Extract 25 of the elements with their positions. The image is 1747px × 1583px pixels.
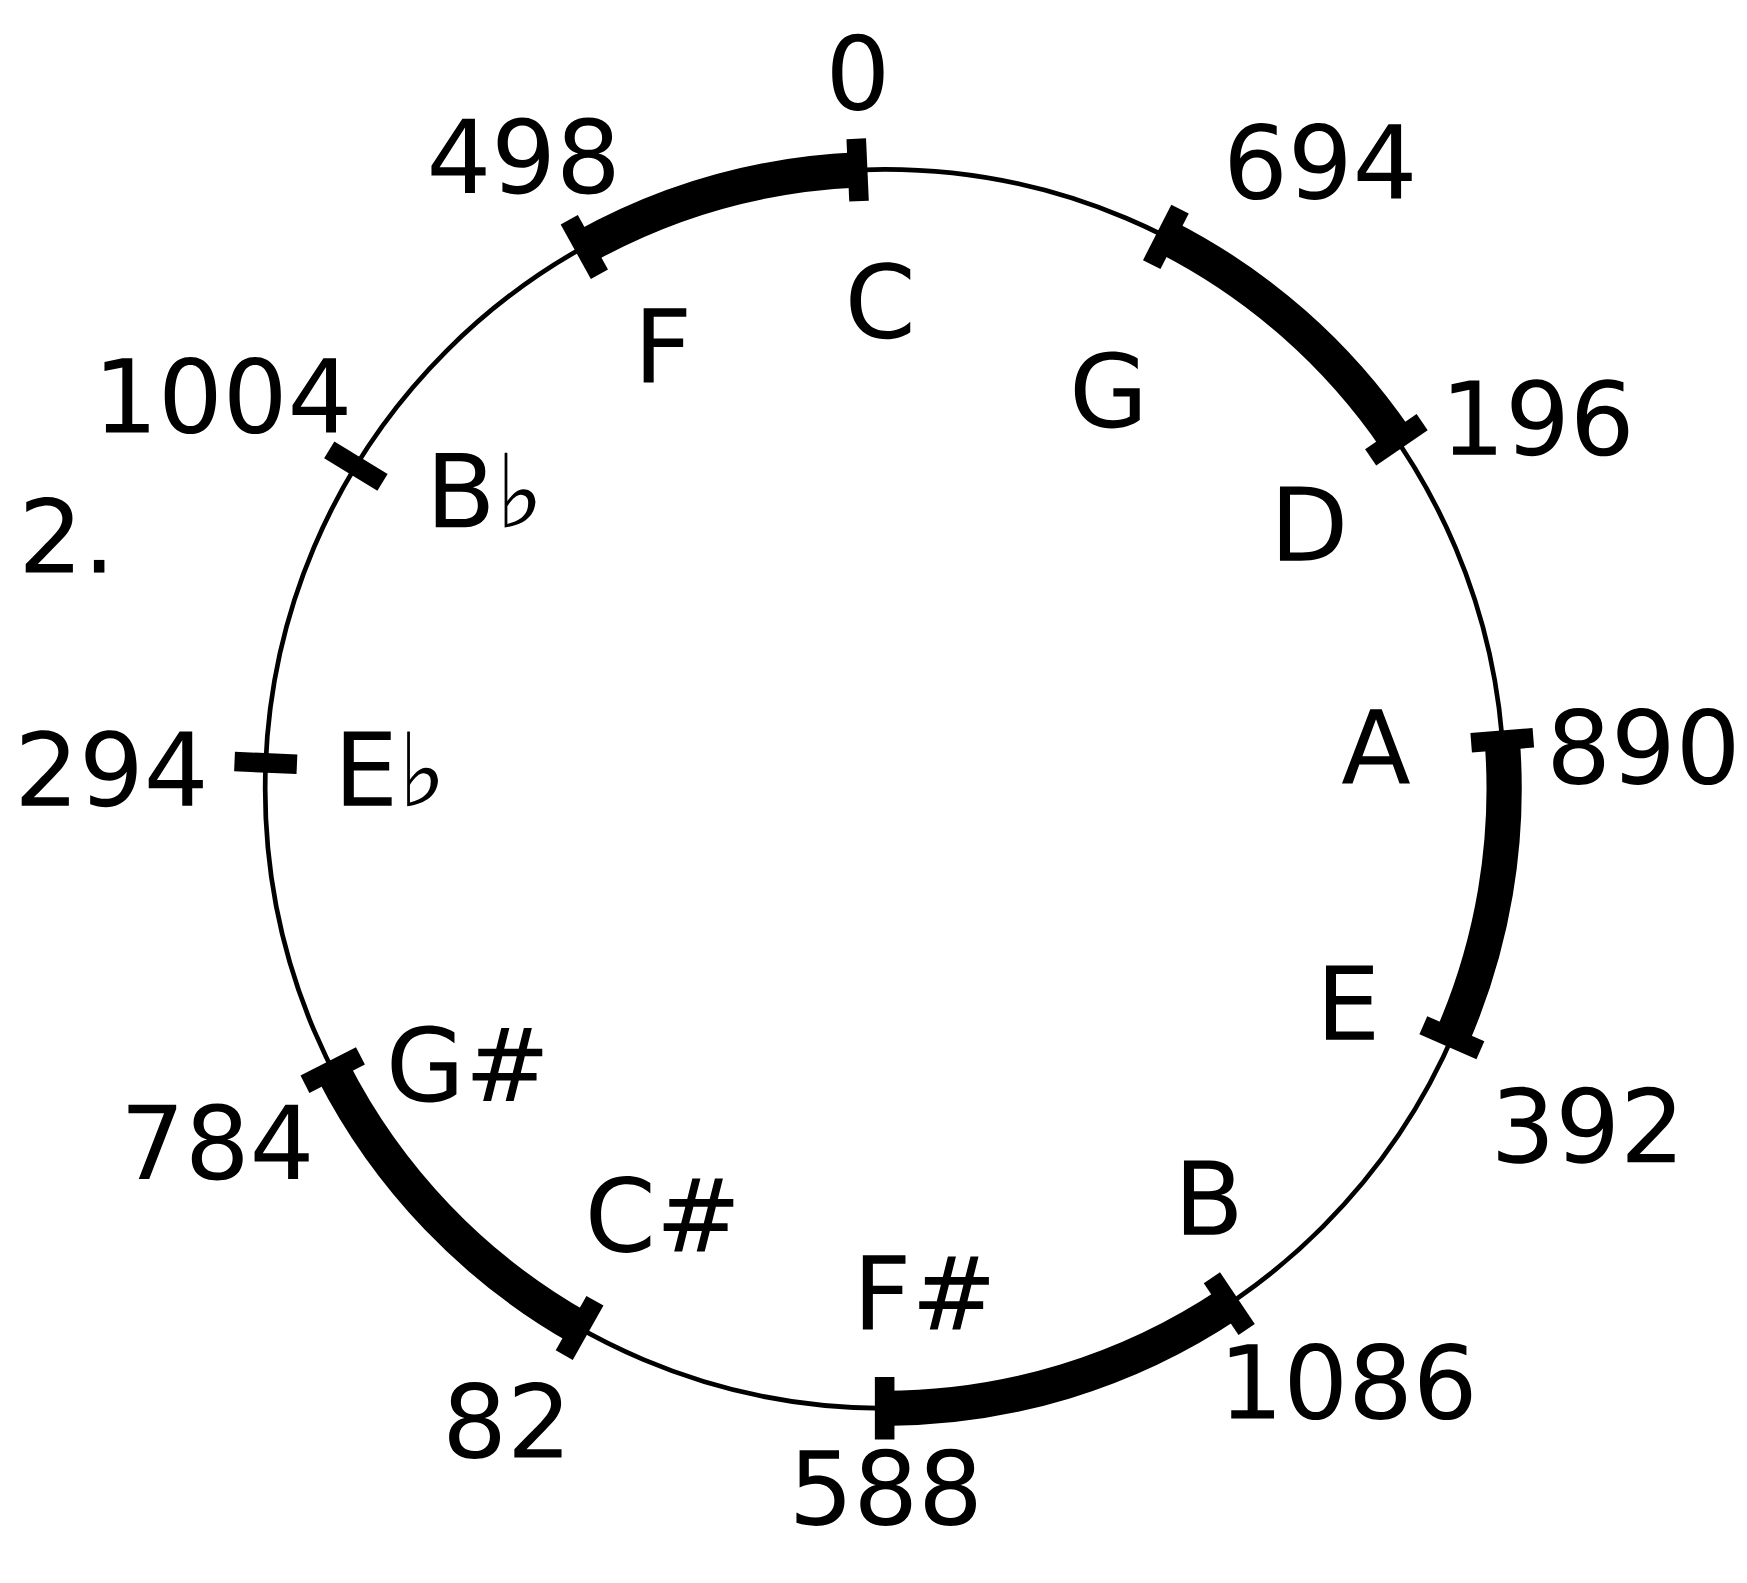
note-label: E [1326,965,1374,1040]
cents-label: 392 [1498,1086,1675,1164]
note-label: D [1279,486,1343,561]
cents-label: 694 [1230,122,1412,200]
cents-label: 294 [21,730,203,808]
note-label: F [643,308,687,383]
note-label: B♭ [435,452,536,528]
note-label: A [1342,709,1410,784]
note-label: G [1074,351,1140,429]
cents-label: 1004 [104,356,347,434]
note-label: E♭ [343,731,438,807]
cents-label: 890 [1553,707,1734,785]
figure-number: 2. [25,496,105,573]
cents-label: 1086 [1229,1342,1472,1420]
note-label: G# [391,1025,543,1103]
cents-label: 588 [796,1448,976,1526]
note-label: F# [862,1255,989,1330]
cents-label: 0 [832,33,884,111]
cents-label: 82 [449,1381,562,1459]
cents-label: 498 [431,117,614,195]
note-label: C [850,262,911,340]
cents-label: 784 [128,1103,309,1181]
note-label: B [1183,1160,1237,1235]
note-label: C# [590,1175,734,1253]
cents-label: 196 [1451,379,1629,457]
